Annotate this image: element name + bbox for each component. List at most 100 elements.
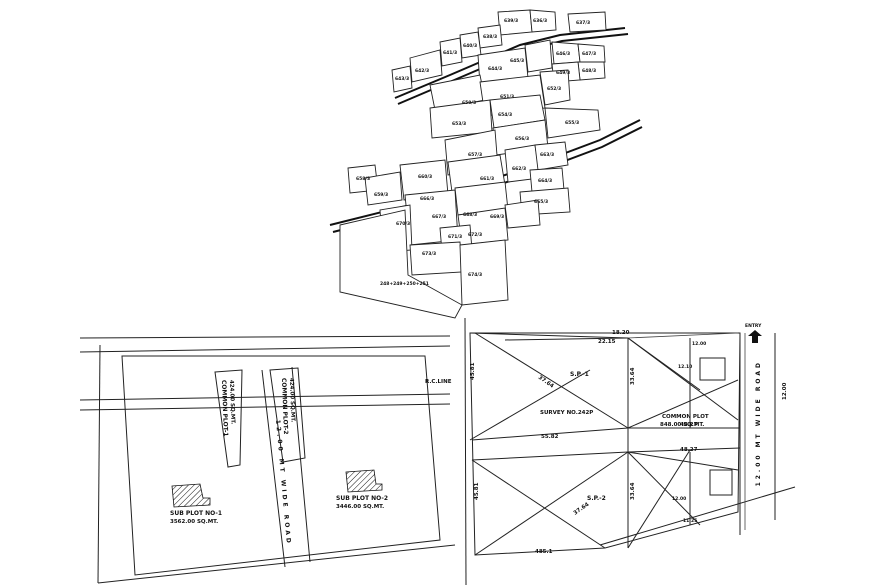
plot-boundary (121, 355, 441, 576)
bottom-road-line (599, 486, 796, 546)
common-plot-1-area: 424.00 SQ.MT. (228, 380, 236, 425)
common-plot-bottom (627, 447, 741, 453)
sp2-label: S.P.-2 (587, 495, 606, 502)
map-label: 657/3 (468, 152, 482, 158)
map-label: 638/3 (483, 34, 497, 40)
road-line (79, 335, 451, 339)
road-line (79, 345, 451, 353)
map-label: 673/3 (422, 251, 436, 257)
sub-plot-2-area: 3446.00 SQ.MT. (336, 504, 384, 510)
map-label: 639/3 (504, 18, 518, 24)
map-label: 659/3 (374, 192, 388, 198)
dim-left-2: 45.81 (474, 482, 480, 500)
dim-diag-2: 37.64 (573, 502, 591, 517)
building-box-upper (699, 357, 726, 381)
right-road-text: 12.00 MT WIDE ROAD (755, 360, 762, 486)
dim-side-2: 33.64 (630, 482, 636, 500)
road-edge-right (291, 366, 311, 563)
top-line (469, 332, 629, 339)
survey-map: 639/3 636/3 637/3 638/3 640/3 641/3 642/… (329, 9, 643, 319)
right-site-plan: 18.20 22.15 S.P.-1 SURVEY NO.242P COMMON… (464, 317, 796, 586)
map-label: 644/3 (488, 66, 502, 72)
common-plot-2-area: 424.00 SQ.MT. (288, 378, 296, 423)
map-label: 668/3 (463, 212, 477, 218)
map-label: 654/3 (498, 112, 512, 118)
dim-4827-a: 48.27 (680, 422, 698, 428)
entry-label: ENTRY (745, 323, 762, 329)
map-label: 636/3 (533, 18, 547, 24)
dim-small-1: 12.10 (678, 364, 692, 370)
map-label: 643/3 (395, 76, 409, 82)
map-label: 665/3 (534, 199, 548, 205)
top-dim: 18.20 (612, 330, 630, 336)
map-label: 662/3 (512, 166, 526, 172)
map-label: 653/3 (452, 121, 466, 127)
dim-left-1: 45.81 (470, 362, 476, 380)
map-label: 651/3 (500, 94, 514, 100)
map-label: 671/3 (448, 234, 462, 240)
road-dim: 12.00 (782, 382, 788, 400)
left-road-text: 12.00 MT WIDE ROAD (274, 420, 292, 547)
common-plot-2-box (269, 367, 306, 463)
map-label: 666/3 (420, 196, 434, 202)
map-label: 640/3 (463, 43, 477, 49)
map-label: 645/3 (510, 58, 524, 64)
map-label: 664/3 (538, 178, 552, 184)
map-label: 661/3 (480, 176, 494, 182)
map-label: 663/3 (540, 152, 554, 158)
sub-plot-1-label: SUB PLOT NO-1 (170, 510, 222, 517)
building-box-lower (709, 469, 733, 496)
survey-no-label: SURVEY NO.242P (540, 410, 593, 416)
bottom-line (97, 544, 456, 584)
map-label: 672/3 (468, 232, 482, 238)
left-site-plan: COMMON PLOT-1 424.00 SQ.MT. COMMON PLOT-… (79, 335, 456, 584)
diagonal (471, 459, 606, 549)
sp1-label: S.P.-1 (570, 371, 589, 378)
map-plots (339, 9, 607, 319)
map-label: 642/3 (415, 68, 429, 74)
diagonal (474, 332, 629, 429)
line (627, 332, 739, 339)
map-label: 646/3 (556, 51, 570, 57)
map-label: 658/3 (356, 176, 370, 182)
map-label: 656/3 (515, 136, 529, 142)
dim-4851: 485.1 (535, 549, 553, 555)
map-label: 647/3 (582, 51, 596, 57)
diagonal (469, 369, 591, 441)
common-plot-area: 848.00 SQ.MT. (660, 422, 704, 428)
sub-plot-1-area: 3562.00 SQ.MT. (170, 519, 218, 525)
dim-4827-b: 48.27 (680, 447, 698, 453)
dim-small-2: 12.00 (692, 341, 706, 347)
diagonal (627, 379, 739, 429)
map-label: 650/3 (462, 100, 476, 106)
map-label: 641/3 (443, 50, 457, 56)
sub-plot-2-label: SUB PLOT NO-2 (336, 495, 388, 502)
road-line (79, 403, 451, 411)
map-label: 674/3 (468, 272, 482, 278)
map-label: 660/3 (418, 174, 432, 180)
map-label: 637/3 (576, 20, 590, 26)
map-road-top-upper (394, 27, 626, 99)
dim-5582: 55.82 (541, 434, 559, 440)
map-label: 655/3 (565, 120, 579, 126)
dim-side-1: 33.64 (630, 367, 636, 385)
map-bottom-label: 248+249+250+251 (380, 281, 429, 287)
common-plot-2-label: COMMON PLOT-2 (280, 378, 289, 435)
entry-arrow-icon (748, 330, 762, 343)
rc-line-label: R.C.LINE (425, 379, 452, 385)
map-label: 649/3 (556, 70, 570, 76)
dim-small-3: 12.00 (672, 496, 686, 502)
diagonal (627, 449, 691, 549)
map-label: 652/3 (547, 86, 561, 92)
map-label: 667/3 (432, 214, 446, 220)
sub-plot-2-building (345, 469, 383, 493)
mid-line-2 (471, 451, 629, 461)
diagonal (627, 337, 739, 421)
common-plot-1-box (214, 369, 243, 468)
dim-small-4: 11.25 (683, 518, 697, 524)
map-plot-labels: 639/3 636/3 637/3 638/3 640/3 641/3 642/… (356, 18, 596, 287)
map-label: 648/3 (582, 68, 596, 74)
mid-line (471, 427, 629, 441)
